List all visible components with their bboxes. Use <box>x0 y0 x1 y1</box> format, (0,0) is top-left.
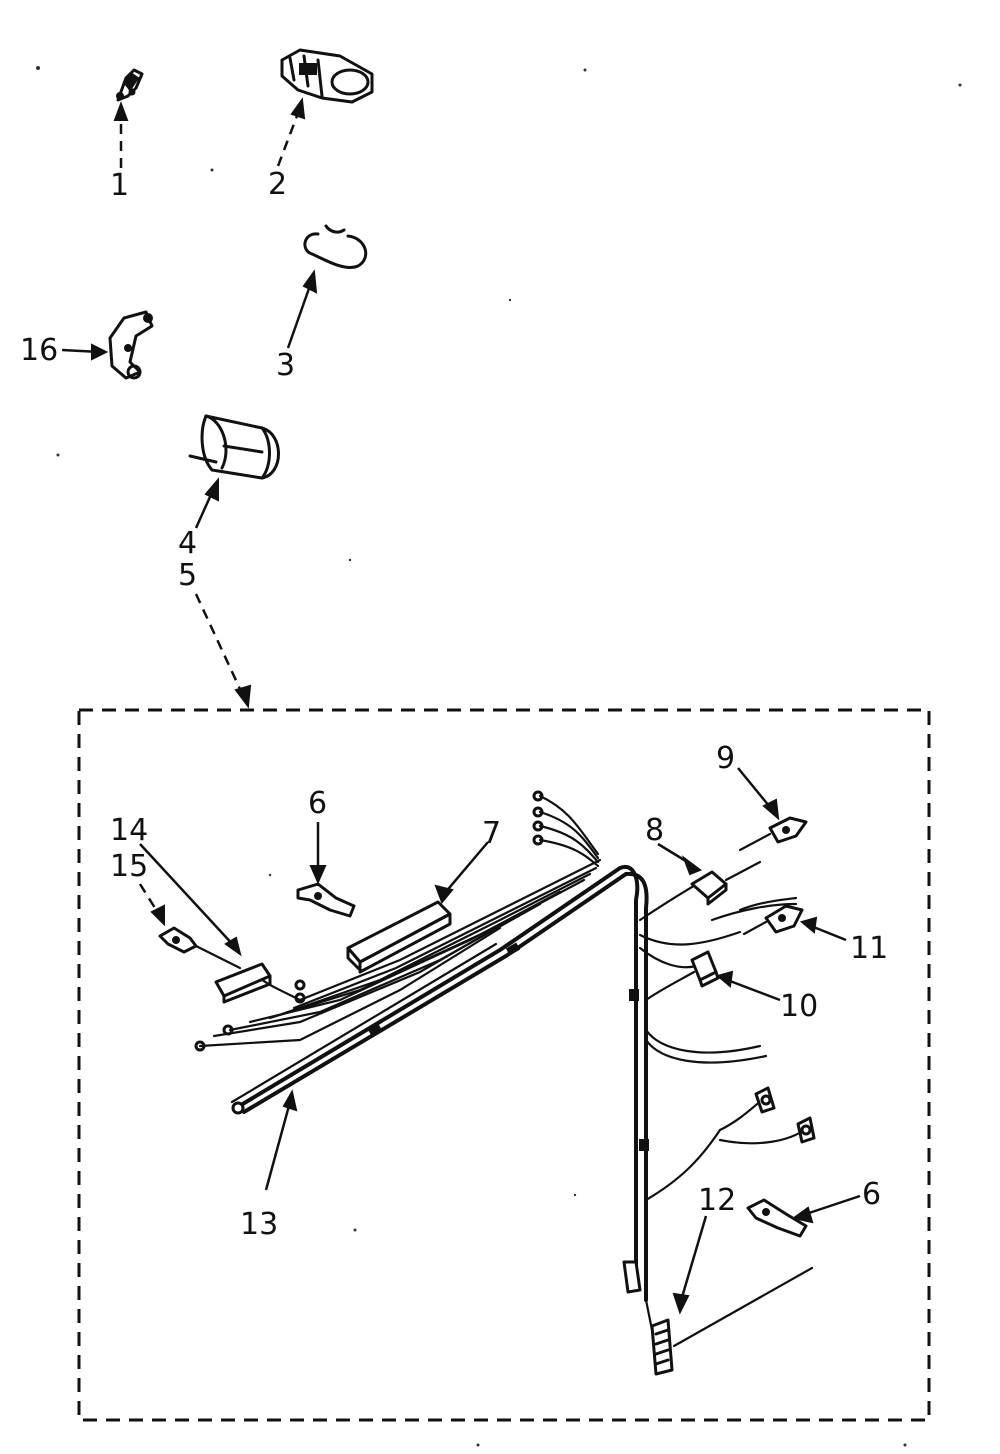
callout-15: 15 <box>110 849 148 884</box>
callout-7: 7 <box>482 816 501 851</box>
callout-2: 2 <box>268 167 287 202</box>
part-12-connector <box>644 1215 814 1376</box>
part-1-clip <box>113 68 144 168</box>
callout-5-leader <box>194 593 252 709</box>
part-7-connector-block <box>346 841 489 974</box>
callout-16: 16 <box>20 333 58 368</box>
callout-8: 8 <box>645 813 664 848</box>
part-6-terminal-left <box>296 822 356 918</box>
callout-9: 9 <box>716 741 735 776</box>
part-11-terminal <box>742 904 847 942</box>
ring-terminals-lower-right <box>754 1086 816 1144</box>
callout-3: 3 <box>276 348 295 383</box>
callout-11: 11 <box>850 931 888 966</box>
part-9-terminal <box>737 767 808 852</box>
part-3-hook-clip <box>286 224 368 349</box>
callout-1: 1 <box>110 168 129 203</box>
part-15-terminal <box>138 883 242 970</box>
scan-specks <box>36 66 962 1447</box>
wire-harness-main <box>194 790 806 1302</box>
part-16-terminal-clip <box>61 310 154 380</box>
callout-6-right: 6 <box>862 1177 881 1212</box>
harness-kit-boundary <box>77 708 931 1422</box>
part-2-connector-bracket <box>276 48 374 167</box>
callout-10: 10 <box>780 989 818 1024</box>
callout-14: 14 <box>110 813 148 848</box>
part-6-terminal-right <box>746 1194 861 1238</box>
callout-5: 5 <box>178 558 197 593</box>
callout-6-left: 6 <box>308 786 327 821</box>
part-8-connector <box>657 842 762 906</box>
callout-13: 13 <box>240 1207 278 1242</box>
part-4-sleeve <box>188 414 280 529</box>
callout-12: 12 <box>698 1183 736 1218</box>
part-13-leader <box>264 1089 298 1191</box>
part-14-connector <box>139 843 272 1004</box>
callout-4: 4 <box>178 526 197 561</box>
part-10-connector <box>690 950 781 1002</box>
